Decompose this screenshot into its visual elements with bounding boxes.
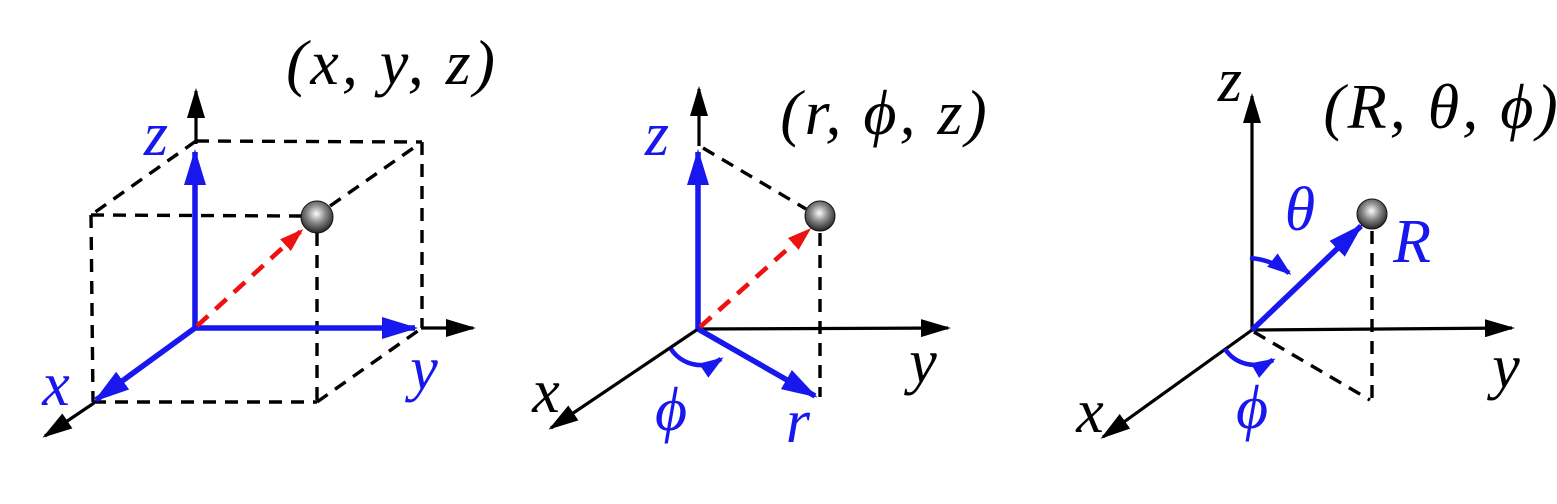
z-axis-label: z	[644, 101, 669, 169]
y-axis-arrow	[697, 319, 951, 338]
y-axis-label: y	[1486, 333, 1520, 401]
point-sphere	[1356, 198, 1388, 230]
r-coordinate-label: r	[786, 388, 811, 456]
x-axis-extension	[42, 401, 95, 438]
theta-angle-arc	[1249, 253, 1292, 275]
theta-coordinate-label: θ	[1285, 176, 1315, 244]
point-sphere	[804, 200, 836, 232]
R-vector-arrow	[1250, 223, 1364, 332]
point-sphere	[300, 200, 334, 234]
coordinate-tuple-label: (r, ϕ, z)	[780, 77, 989, 148]
cartesian-axes	[93, 149, 418, 403]
dashed-projection-in-plane	[1253, 330, 1371, 402]
construction-dashed-lines	[702, 146, 822, 397]
phi-coordinate-label: ϕ	[655, 376, 687, 444]
dashed-ztop-to-point	[702, 146, 807, 211]
cube-edge-top-back	[195, 139, 423, 144]
phi-angle-arc	[1223, 347, 1276, 378]
x-axis-label: x	[1075, 378, 1104, 446]
cylindrical-black-axes	[548, 86, 951, 430]
y-axis-label: y	[404, 335, 438, 403]
cube-edge-left-vertical	[89, 214, 95, 403]
y-axis-label: y	[903, 328, 937, 396]
R-coordinate-label: R	[1392, 208, 1431, 276]
cylindrical-panel: (r, ϕ, z) z y x r ϕ	[531, 77, 989, 456]
z-axis-label: z	[143, 101, 168, 169]
position-vector-arrow	[195, 228, 304, 328]
x-axis-arrow	[548, 327, 699, 430]
coordinate-tuple-label: (R, θ, ϕ)	[1323, 71, 1557, 142]
phi-angle-arc	[669, 347, 724, 378]
position-vector-arrow	[698, 228, 812, 329]
construction-dashed-lines	[1253, 231, 1374, 403]
spherical-panel: (R, θ, ϕ) z y x θ R ϕ	[1075, 47, 1557, 446]
axis-extensions	[42, 88, 476, 438]
cube-edge-bottom-right	[316, 326, 423, 404]
x-axis-arrow	[1100, 328, 1253, 439]
x-axis-label: x	[41, 351, 70, 419]
phi-coordinate-label: ϕ	[1236, 374, 1268, 442]
coordinate-tuple-label: (x, y, z)	[286, 27, 498, 98]
y-axis-arrow	[1251, 319, 1515, 338]
cube-edge-point-to-corner	[329, 140, 423, 208]
cartesian-panel: (x, y, z) z y x	[41, 27, 498, 438]
r-arrow	[696, 326, 818, 399]
spherical-black-axes	[1100, 93, 1515, 439]
x-axis-arrow	[93, 325, 197, 403]
cube-dashed-edges	[89, 139, 424, 404]
cylindrical-blue-arrows	[687, 149, 818, 399]
x-axis-label: x	[531, 358, 560, 426]
z-axis-label: z	[1217, 47, 1242, 115]
